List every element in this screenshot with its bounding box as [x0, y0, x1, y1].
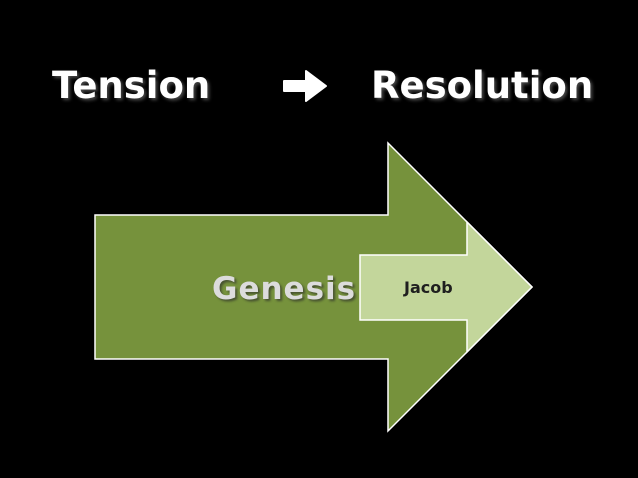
inner-arrow-label: Jacob [404, 278, 453, 297]
inner-arrow-shape [359, 220, 534, 354]
outer-arrow-label: Genesis [212, 271, 357, 307]
title-tension: Tension [52, 64, 211, 107]
title-resolution: Resolution [371, 64, 594, 107]
outer-arrow-shape [94, 141, 534, 433]
right-arrow-icon [283, 70, 327, 102]
